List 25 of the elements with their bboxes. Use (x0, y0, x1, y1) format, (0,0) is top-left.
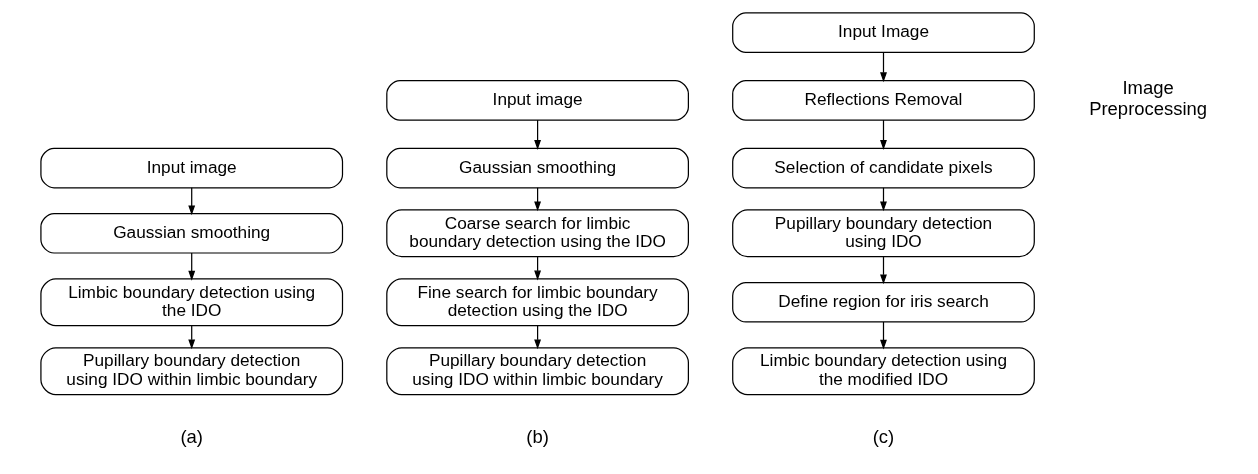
node-box: Reflections Removal (732, 80, 1035, 121)
arrow (880, 321, 887, 350)
node-box: Selection of candidate pixels (732, 147, 1035, 189)
node-box: Pupillary boundary detection using IDO within limbic boundary (40, 347, 344, 396)
node-box: Gaussian smoothing (386, 147, 689, 189)
node-box: Limbic boundary detection using the modified IDO (732, 347, 1035, 396)
node-box: Define region for iris search (732, 281, 1035, 323)
arrow (534, 119, 542, 150)
node-box: Input Image (732, 12, 1035, 53)
node-box: Gaussian smoothing (40, 213, 344, 254)
node-box: Input image (386, 80, 689, 121)
node-box: Fine search for limbic boundary detection using the IDO (386, 278, 689, 327)
node-box: Input image (40, 147, 344, 189)
arrow (188, 252, 196, 281)
label: (a) (180, 426, 203, 448)
label: (b) (526, 426, 549, 448)
arrow (188, 187, 196, 216)
label: (c) (872, 426, 895, 448)
label: Image Preprocessing (1089, 77, 1208, 120)
node-box: Pupillary boundary detection using IDO within limbic boundary (386, 347, 689, 396)
arrow (880, 119, 887, 150)
arrow (880, 51, 887, 83)
node-box: Coarse search for limbic boundary detection using the IDO (386, 209, 689, 258)
node-box: Limbic boundary detection using the IDO (40, 278, 344, 327)
node-box: Pupillary boundary detection using IDO (732, 209, 1035, 258)
